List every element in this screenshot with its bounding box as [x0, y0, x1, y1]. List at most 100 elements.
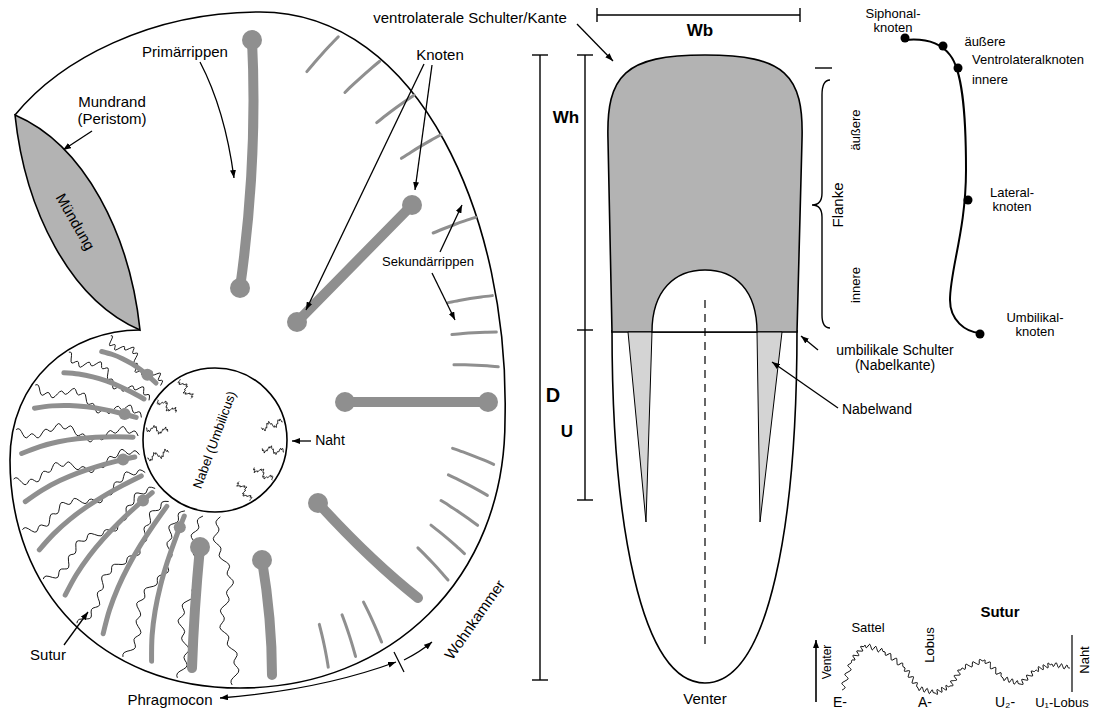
aperture-shape: Mündung [10, 110, 150, 335]
suture-line [213, 517, 239, 685]
venter-arrow [815, 640, 817, 702]
dimension-brackets [532, 8, 832, 680]
secondary-rib [454, 365, 498, 367]
part-label: Siphonal- knoten [866, 7, 921, 36]
rib-knob [137, 494, 149, 506]
part-label: Venter [821, 645, 834, 680]
path-shape [262, 560, 272, 675]
line-shape [584, 55, 585, 500]
seam-line [1071, 635, 1072, 692]
suture-line [237, 482, 252, 501]
rib-knob [174, 521, 186, 533]
path-shape [415, 65, 432, 190]
path-shape [432, 273, 455, 320]
part-label: Nabelwand [842, 402, 912, 417]
secondary-rib [453, 448, 494, 464]
part-label: Naht [313, 433, 347, 448]
part-label: Wohnkammer [442, 577, 509, 663]
umbilicus-outline [143, 368, 287, 512]
suture-line [178, 379, 193, 398]
lower-ribs [22, 351, 186, 661]
part-label: Sattel [851, 621, 884, 635]
umbilicus-circle: Nabel (Umbilicus) [142, 367, 288, 513]
line-shape [532, 54, 548, 55]
path-shape [394, 652, 404, 672]
circle-shape [242, 30, 262, 50]
part-label: Umbilikal- knoten [1006, 311, 1063, 340]
part-label: innere [849, 267, 863, 303]
suture-line [109, 336, 162, 386]
rib-knob [141, 369, 153, 381]
secondary-rib [307, 37, 338, 72]
suture-lines [14, 336, 239, 685]
part-label: U₁-Lobus [1035, 696, 1089, 710]
part-label: U₂- [995, 695, 1015, 710]
part-label: Venter [683, 691, 726, 708]
path-shape [440, 205, 462, 252]
suture-line [262, 446, 284, 455]
path-shape [801, 336, 818, 350]
path-shape [200, 62, 234, 178]
secondary-rib [441, 501, 477, 526]
rib [25, 457, 135, 502]
part-label: Sekundärrippen [380, 255, 476, 269]
shell-outline [10, 12, 505, 688]
rib [39, 476, 141, 550]
path-shape [404, 642, 432, 660]
rib [152, 516, 185, 661]
profile-knobs [901, 34, 985, 339]
circle-shape [954, 64, 963, 73]
circle-shape [402, 195, 422, 215]
circle-shape [976, 330, 985, 339]
circle-shape [939, 42, 948, 51]
circle-shape [287, 312, 307, 332]
primary-ribs [192, 40, 488, 675]
path-shape [306, 64, 424, 310]
line-shape [596, 8, 597, 22]
suture-line [842, 644, 1070, 694]
umbilical-wall [757, 332, 782, 522]
line-shape [577, 499, 593, 500]
secondary-rib [364, 602, 382, 642]
flank-brace [812, 80, 830, 328]
circle-shape [190, 537, 210, 557]
node-label: Nabel (Umbilicus) [191, 389, 240, 490]
part-label: umbilikale Schulter (Nabelkante) [820, 343, 970, 374]
symmetry-line [704, 300, 705, 650]
circle-shape [335, 392, 355, 412]
whorl-section [608, 55, 802, 332]
line-shape [597, 14, 800, 15]
secondary-rib [345, 61, 380, 92]
part-label: Knoten [416, 47, 464, 64]
part-label: Wb [687, 22, 713, 41]
secondary-rib [452, 332, 496, 335]
part-label: Sutur [980, 604, 1019, 621]
line-shape [532, 679, 548, 680]
part-label: Mundrand (Peristom) [75, 94, 148, 127]
secondary-rib [448, 475, 487, 496]
path-shape [292, 440, 311, 441]
part-label: innere [972, 73, 1008, 87]
path-shape [220, 662, 396, 698]
suture-line [147, 449, 168, 461]
line-shape [799, 8, 800, 22]
path-shape [345, 397, 488, 407]
line-shape [577, 54, 593, 55]
secondary-rib [448, 296, 492, 303]
circle-shape [252, 550, 272, 570]
line-shape [577, 329, 593, 330]
suture-line [14, 449, 140, 484]
part-label: E- [833, 695, 847, 710]
part-label: Sutur [30, 647, 66, 664]
secondary-rib [342, 615, 356, 657]
path-shape [64, 612, 88, 645]
line-shape [539, 55, 540, 680]
path-shape [192, 547, 200, 668]
rib [65, 493, 152, 595]
part-label: U [561, 423, 573, 442]
rib-knob [117, 454, 129, 466]
part-label: Ventrolateralknoten [972, 53, 1084, 67]
secondary-rib [431, 525, 464, 554]
circle-shape [230, 278, 250, 298]
